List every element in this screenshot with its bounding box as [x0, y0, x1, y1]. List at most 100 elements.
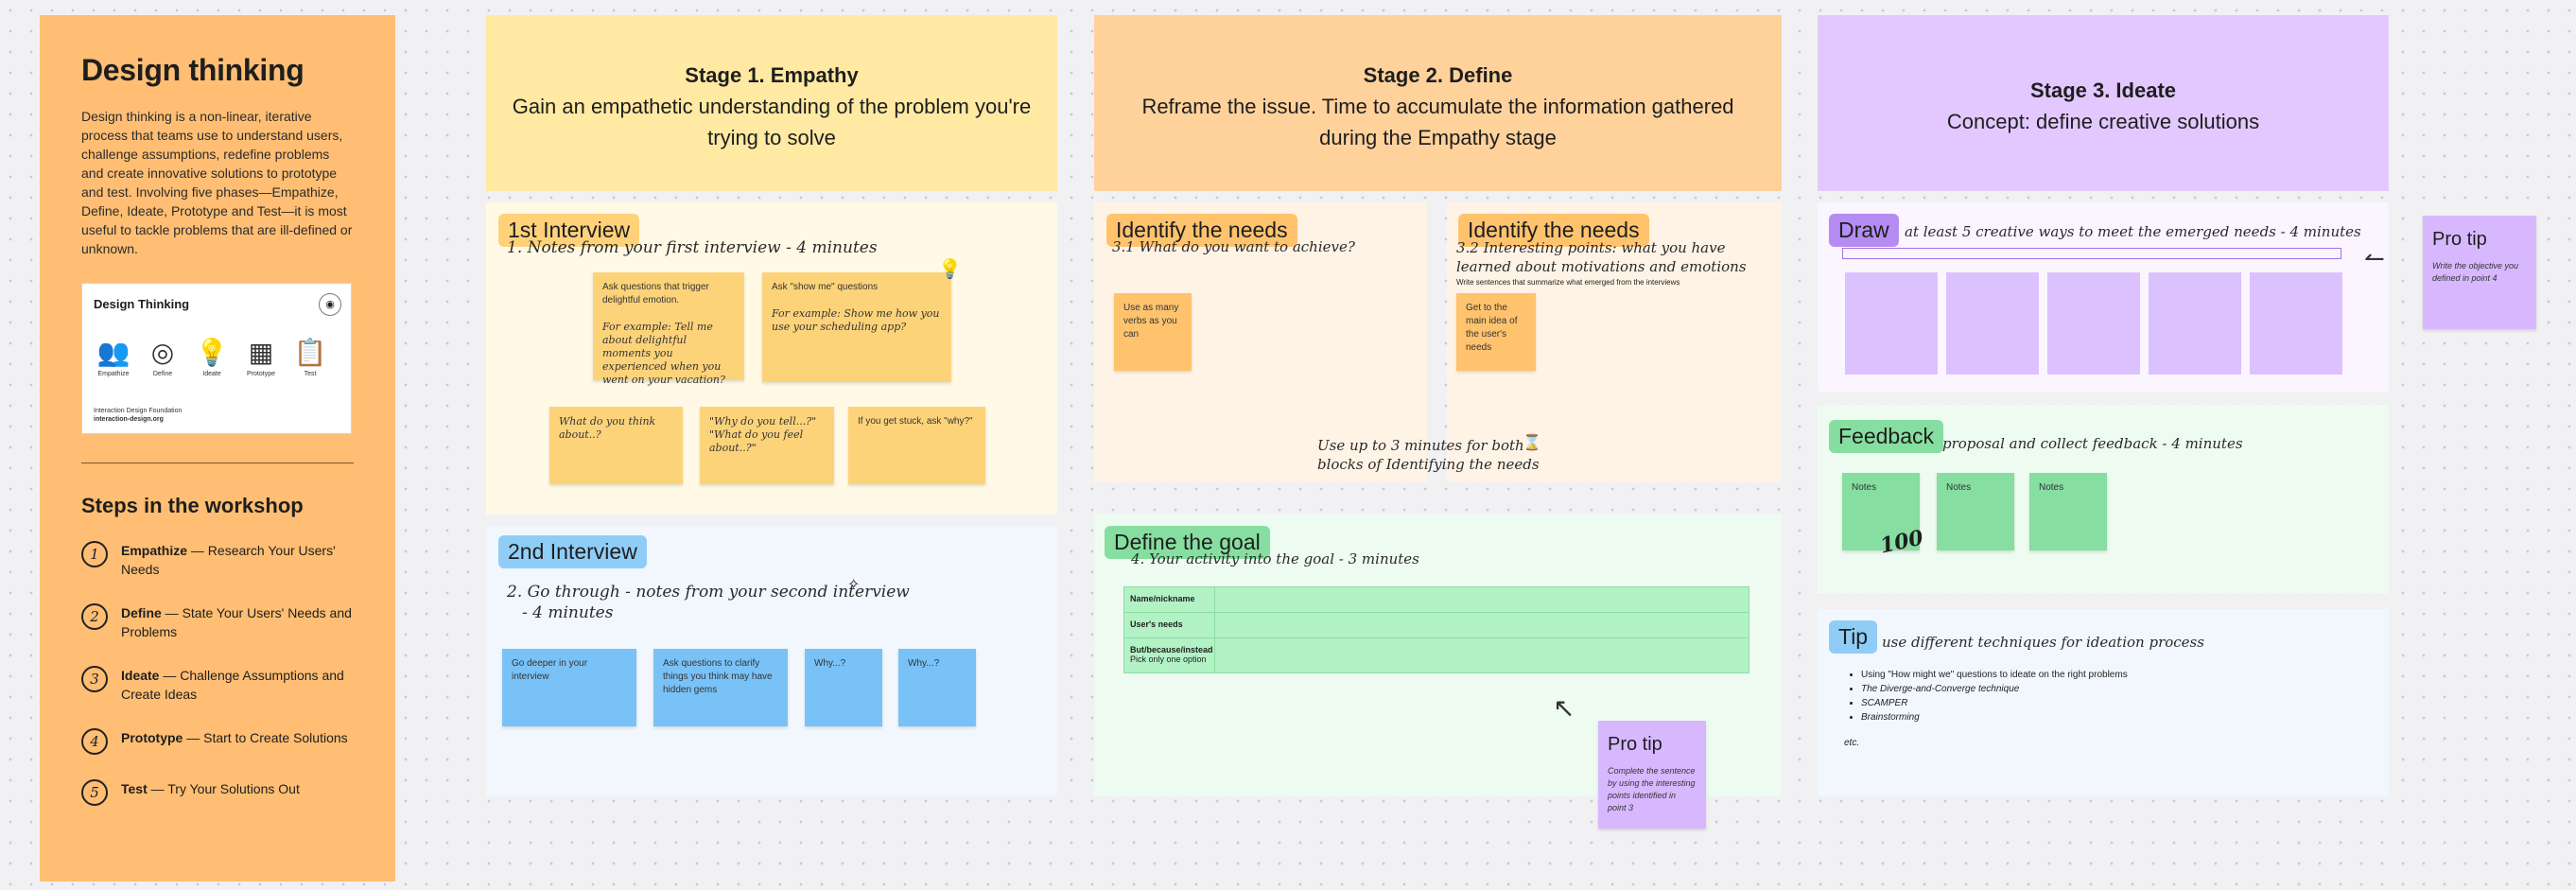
idf-logo-icon: ◉ — [319, 293, 341, 316]
sticky-text: Notes — [2039, 482, 2064, 493]
phase-define: ◎ Define — [143, 335, 183, 377]
stage3-header: Stage 3. Ideate Concept: define creative… — [1818, 15, 2389, 191]
protip-sticky-ideate[interactable]: Pro tip Write the objective you defined … — [2423, 216, 2536, 329]
tip-section[interactable] — [1818, 609, 2389, 796]
list-item: Brainstorming — [1861, 710, 2128, 724]
sticky-note[interactable]: Why...? — [898, 649, 976, 726]
needs1-instruction: 3.1 What do you want to achieve? — [1112, 238, 1355, 255]
card-title: Design Thinking — [94, 297, 190, 311]
phase-test: 📋 Test — [290, 335, 330, 377]
step-name: Test — [121, 781, 148, 796]
stage3-title: Stage 3. Ideate — [2029, 79, 2177, 102]
needs2-note: Write sentences that summarize what emer… — [1456, 278, 1680, 287]
sticky-note[interactable]: Go deeper in your interview — [502, 649, 636, 726]
sticky-note[interactable]: Use as many verbs as you can — [1114, 293, 1192, 371]
card-footer-url: interaction-design.org — [94, 416, 164, 423]
needs-timing-line2: blocks of Identifying the needs — [1317, 456, 1540, 473]
table-cell[interactable] — [1215, 638, 1749, 672]
protip-sticky-define[interactable]: Pro tip Complete the sentence by using t… — [1598, 721, 1706, 829]
sticky-note[interactable]: Ask "show me" questions For example: Sho… — [762, 272, 951, 382]
drawing-card[interactable] — [2149, 272, 2241, 375]
table-cell[interactable] — [1215, 613, 1749, 637]
sticky-note[interactable]: If you get stuck, ask "why?" — [848, 407, 985, 484]
goal-table[interactable]: Name/nickname User's needs But/because/i… — [1123, 586, 1749, 673]
intro-panel: Design thinking Design thinking is a non… — [40, 15, 395, 881]
curved-arrow-icon: ↼ — [2364, 244, 2385, 272]
sparkle-icon: ✧ — [847, 577, 861, 593]
phase-label: Prototype — [247, 371, 275, 377]
heads-icon: 👥 — [96, 338, 131, 367]
goal-instruction: 4. Your activity into the goal - 3 minut… — [1131, 550, 1419, 567]
sticky-text: Ask questions to clarify things you thin… — [663, 658, 773, 695]
step-number: 4 — [81, 728, 108, 755]
needs-timing-line1: Use up to 3 minutes for both — [1317, 437, 1524, 454]
feedback-tag: Feedback — [1829, 420, 1944, 453]
step-define: 2 Define — State Your Users' Needs and P… — [81, 603, 354, 641]
sticky-text: "Why do you tell...?" "What do you feel … — [709, 415, 817, 454]
protip-body: Write the objective you defined in point… — [2432, 261, 2519, 283]
sticky-note[interactable]: Ask questions to clarify things you thin… — [653, 649, 788, 726]
phase-label: Test — [304, 371, 317, 377]
step-text: — Start to Create Solutions — [183, 730, 348, 745]
table-cell[interactable] — [1215, 587, 1749, 612]
step-name: Define — [121, 605, 162, 620]
step-prototype: 4 Prototype — Start to Create Solutions — [81, 728, 354, 755]
protip-title: Pro tip — [2432, 229, 2487, 250]
table-row[interactable]: Name/nickname — [1124, 587, 1749, 613]
needs2-tag: Identify the needs — [1458, 214, 1649, 247]
draw-instruction: at least 5 creative ways to meet the eme… — [1905, 223, 2361, 240]
interview1-tag: 1st Interview — [498, 214, 640, 247]
stage1-title: Stage 1. Empathy — [685, 63, 859, 87]
step-number: 1 — [81, 541, 108, 567]
lightbulb-icon: 💡 — [938, 259, 962, 280]
phase-label: Empathize — [97, 371, 130, 377]
drawing-card[interactable] — [1845, 272, 1938, 375]
tip-etc: etc. — [1844, 738, 1860, 748]
sticky-text: Why...? — [908, 658, 940, 669]
sticky-text: Use as many verbs as you can — [1123, 303, 1179, 340]
needs2-instruction: 3.2 Interesting points: what you have le… — [1456, 239, 1747, 275]
stage2-title: Stage 2. Define — [1363, 63, 1513, 87]
prototype-icon: ▦ — [248, 338, 274, 367]
sticky-text: Get to the main idea of the user's needs — [1466, 303, 1518, 353]
goal-tag: Define the goal — [1105, 526, 1270, 559]
step-text: — State Your Users' Needs and Problems — [121, 605, 352, 639]
needs1-tag: Identify the needs — [1106, 214, 1297, 247]
protip-title: Pro tip — [1608, 734, 1662, 755]
highlight-box — [1842, 248, 2341, 259]
sticky-text: Ask "show me" questions — [772, 282, 879, 292]
step-text: — Research Your Users' Needs — [121, 543, 336, 577]
phase-icons: 👥 Empathize ◎ Define 💡 Ideate ▦ Prototyp… — [94, 335, 330, 377]
sticky-note[interactable]: Notes — [1842, 473, 1920, 550]
sticky-note[interactable]: Why...? — [805, 649, 882, 726]
card-footer: Interaction Design Foundation interactio… — [94, 407, 182, 424]
lightbulb-icon: 💡 — [195, 338, 229, 367]
sticky-example: For example: Tell me about delightful mo… — [602, 321, 725, 386]
drawing-card[interactable] — [2250, 272, 2342, 375]
sticky-note[interactable]: "Why do you tell...?" "What do you feel … — [700, 407, 834, 484]
step-text: — Try Your Solutions Out — [147, 781, 300, 796]
table-row[interactable]: User's needs — [1124, 613, 1749, 638]
tip-tag: Tip — [1829, 620, 1878, 654]
tip-instruction: use different techniques for ideation pr… — [1882, 634, 2204, 651]
stage3-subtitle: Concept: define creative solutions — [1946, 110, 2260, 133]
sticky-note[interactable]: Notes — [1937, 473, 2014, 550]
drawing-card[interactable] — [1946, 272, 2039, 375]
interview2-duration: - 4 minutes — [522, 603, 614, 622]
page-title: Design thinking — [81, 53, 305, 87]
drawing-card[interactable] — [2047, 272, 2140, 375]
stage2-subtitle: Reframe the issue. Time to accumulate th… — [1141, 95, 1734, 149]
sticky-note[interactable]: Ask questions that trigger delightful em… — [593, 272, 744, 386]
steps-title: Steps in the workshop — [81, 494, 304, 517]
curved-arrow-icon: ↖ — [1553, 693, 1575, 723]
table-sublabel: Pick only one option — [1130, 654, 1207, 664]
design-thinking-card[interactable]: Design Thinking ◉ 👥 Empathize ◎ Define 💡… — [81, 283, 352, 434]
sticky-note[interactable]: What do you think about..? — [549, 407, 683, 484]
sticky-note[interactable]: Notes — [2029, 473, 2107, 550]
sticky-text: Go deeper in your interview — [512, 658, 588, 682]
interview2-instruction: 2. Go through - notes from your second i… — [507, 583, 910, 602]
table-label: Name/nickname — [1124, 587, 1215, 612]
sticky-note[interactable]: Get to the main idea of the user's needs — [1456, 293, 1536, 371]
